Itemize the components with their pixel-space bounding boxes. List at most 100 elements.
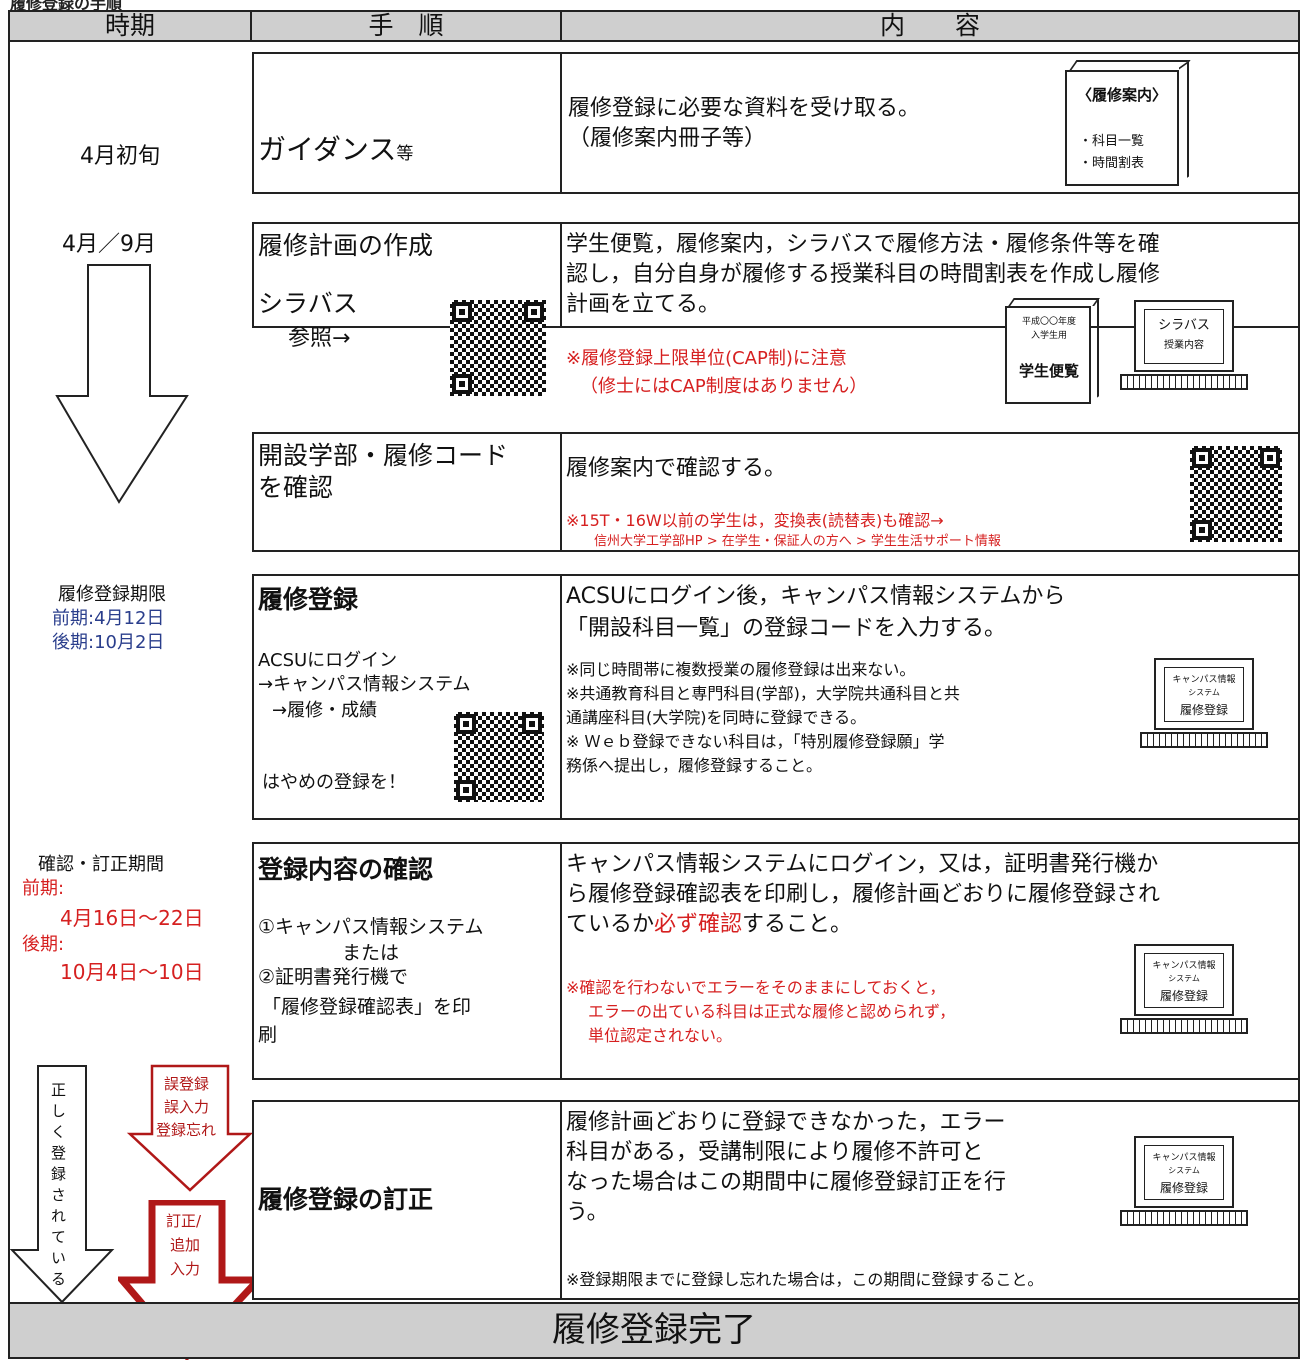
booklet-icon: 〈履修案内〉 ・科目一覧 ・時間割表 [1065,60,1191,188]
row1-procedure: ガイダンス等 [258,128,413,168]
laptop-label-1: キャンパス情報 [1172,675,1236,685]
row6-content-line2: 科目がある，受講制限により履修不許可と [566,1140,984,1165]
row2-content-line2: 認し，自分自身が履修する授業科目の時間割表を作成し履修 [566,262,1161,287]
row6-note1: ※登録期限までに登録し忘れた場合は，この期間に登録すること。 [566,1270,1044,1289]
row5-content-line1: キャンパス情報システムにログイン，又は，証明書発行機か [566,852,1159,877]
fix-label-1: 訂正/ [166,1212,202,1230]
booklet-title: 〈履修案内〉 [1076,86,1168,104]
correctly-registered-arrow-icon [9,1065,115,1304]
row5-content-line2: ら履修登録確認表を印刷し，履修計画どおりに履修登録され [566,882,1161,907]
row5-period-label: 確認・訂正期間 [38,854,164,875]
row5-first-label: 前期: [22,878,65,899]
error-label-2: 誤入力 [164,1098,210,1116]
handbook-title: 学生便覧 [1018,362,1079,380]
row5-second-dates: 10月4日～10日 [60,960,204,984]
row4-note4: ※ Ｗｅｂ登録できない科目は，「特別履修登録願」学 [566,732,945,751]
row3-note1: ※15T・16W以前の学生は，変換表(読替表)も確認→ [566,511,944,530]
row5-line3b: 必ず確認 [654,912,743,937]
row1-period: 4月初旬 [80,144,160,169]
syllabus-laptop-icon: シラバス 授業内容 [1120,300,1248,392]
row3-note2: 信州大学工学部HP > 在学生・保証人の方へ > 学生生活サポート情報 [594,534,1001,549]
row4-procedure-title: 履修登録 [258,585,359,614]
row5-note2: エラーの出ている科目は正式な履修と認められず， [588,1002,956,1021]
laptop-label-1: キャンパス情報 [1152,1153,1216,1163]
row6-content-line4: う。 [566,1200,609,1225]
correction-laptop-icon: キャンパス情報 システム 履修登録 [1120,1136,1248,1228]
row2-note1: ※履修登録上限単位(CAP制)に注意 [566,348,847,369]
row5-option3: 「履修登録確認表」を印 [262,996,472,1018]
row5-note3: 単位認定されない。 [588,1026,733,1045]
row4-note3: 通講座科目(大学院)を同時に登録できる。 [566,708,867,727]
row2-note2: （修士にはCAP制度はありません） [580,376,868,397]
fix-label-2: 追加 [170,1236,201,1254]
header-content: 内 容 [560,10,1300,42]
row5-line3c: すること。 [742,912,853,937]
error-label-1: 誤登録 [164,1075,210,1093]
row4-content-line2: 「開設科目一覧」の登録コードを入力する。 [566,616,1007,641]
row3-procedure-line2: を確認 [258,473,334,502]
row5-line3a: ているか [566,912,655,937]
row6-content-line1: 履修計画どおりに登録できなかった，エラー [566,1110,1006,1135]
row4-period-second: 後期:10月2日 [52,632,165,653]
row5-option2: ②証明書発行機で [258,966,409,988]
row2-content-line1: 学生便覧，履修案内，シラバスで履修方法・履修条件等を確 [566,232,1160,257]
syllabus-qr-code [450,300,546,396]
laptop-label-2: システム [1188,688,1220,697]
laptop-label-3: 履修登録 [1179,703,1228,717]
row5-note1: ※確認を行わないでエラーをそのままにしておくと， [566,978,946,997]
row5-second-label: 後期: [22,934,65,955]
laptop-label-3: 履修登録 [1159,1181,1208,1195]
row4-note2: ※共通教育科目と専門科目(学部)，大学院共通科目と共 [566,684,960,703]
row5-option1: ①キャンパス情報システム [258,916,484,938]
syllabus-laptop-l1: シラバス [1158,318,1210,333]
row4-steps3: →履修・成績 [272,700,378,721]
confirm-laptop-icon: キャンパス情報 システム 履修登録 [1120,944,1248,1036]
syllabus-laptop-l2: 授業内容 [1164,340,1204,351]
error-label-3: 登録忘れ [156,1121,217,1139]
row1-content-line2: （履修案内冊子等） [568,126,767,151]
row1-procedure-small: 等 [396,144,414,164]
row2-procedure-title: 履修計画の作成 [258,231,434,260]
row5-or: または [342,942,400,964]
header-period: 時期 [8,10,252,42]
row6-content-line3: なった場合はこの期間中に履修登録訂正を行 [566,1170,1007,1195]
registration-laptop-icon: キャンパス情報 システム 履修登録 [1140,658,1268,750]
completion-banner: 履修登録完了 [8,1302,1300,1359]
down-arrow-icon [55,264,189,504]
row4-steps4: はやめの登録を！ [262,772,406,793]
row4-steps2: →キャンパス情報システム [258,674,471,695]
row4-note1: ※同じ時間帯に複数授業の履修登録は出来ない。 [566,660,916,679]
row4-note5: 務係へ提出し，履修登録すること。 [566,756,823,775]
fix-label-3: 入力 [170,1260,201,1278]
row5-procedure-title: 登録内容の確認 [258,855,434,884]
row5-first-dates: 4月16日～22日 [60,906,204,930]
row1-content-line1: 履修登録に必要な資料を受け取る。 [568,96,921,121]
handbook-year: 平成〇〇年度 [1021,317,1076,327]
conversion-table-qr-code [1190,446,1282,542]
row1-procedure-label: ガイダンス [258,133,397,166]
row5-option4: 刷 [258,1024,278,1046]
booklet-item2: ・時間割表 [1079,156,1145,171]
row4-period-first: 前期:4月12日 [52,608,165,629]
row4-period-label: 履修登録期限 [58,584,166,605]
row2-syllabus-label: シラバス [258,289,358,318]
handbook-icon: 平成〇〇年度 入学生用 学生便覧 [1005,298,1101,406]
laptop-label-2: システム [1168,974,1200,983]
row3-procedure-box [252,432,562,552]
correctly-registered-label: 正しく登録されている [49,1082,67,1292]
completion-label: 履修登録完了 [552,1310,756,1350]
page-title: 履修登録の手順 [10,0,123,13]
row2-syllabus-ref: 参照→ [288,326,351,351]
row3-procedure-line1: 開設学部・履修コード [258,441,509,470]
row6-procedure-title: 履修登録の訂正 [258,1185,434,1214]
booklet-item1: ・科目一覧 [1079,134,1145,149]
laptop-label-3: 履修登録 [1159,989,1208,1003]
acsu-qr-code [454,712,544,802]
error-arrow-icon [126,1064,254,1192]
row2-period: 4月／9月 [62,232,156,257]
row3-content-line1: 履修案内で確認する。 [566,456,787,481]
laptop-label-2: システム [1168,1166,1200,1175]
laptop-label-1: キャンパス情報 [1152,961,1216,971]
handbook-sub: 入学生用 [1030,331,1067,341]
row4-content-line1: ACSUにログイン後，キャンパス情報システムから [566,584,1066,609]
